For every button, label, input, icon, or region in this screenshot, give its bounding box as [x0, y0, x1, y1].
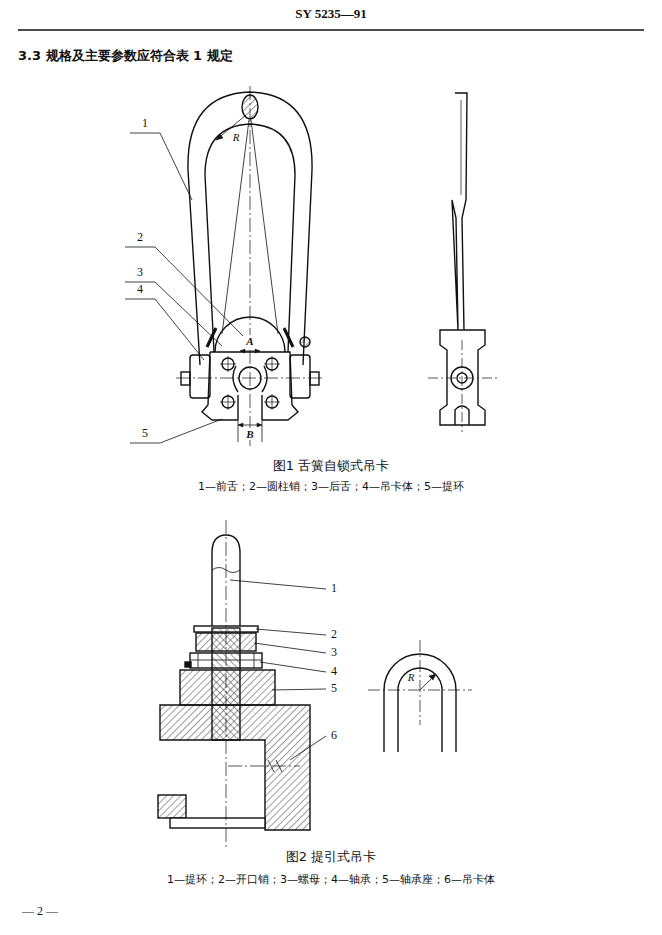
radius-arrow: [429, 674, 436, 680]
side-block: [190, 355, 210, 398]
callout-number: 1: [142, 117, 148, 131]
page-number: — 2 —: [22, 905, 58, 919]
header-code: SY 5235—91: [295, 7, 366, 22]
header-rule: [18, 29, 644, 31]
callout-number: 6: [331, 729, 337, 743]
callout-number: 2: [137, 231, 143, 245]
center-line: [226, 520, 227, 850]
leader-line: [272, 689, 326, 690]
bail-ridge: [461, 100, 462, 195]
callout-number: 3: [331, 646, 337, 660]
leader-line: [230, 580, 326, 589]
leader-line: [260, 662, 326, 672]
extension-line: [238, 421, 239, 442]
radius-arrow: [216, 134, 223, 140]
leader-line: [130, 133, 192, 200]
callout-number: 4: [137, 283, 143, 297]
center-line: [250, 86, 251, 446]
figure-caption: 图1 舌簧自锁式吊卡: [273, 459, 389, 474]
fig2-leaders: [230, 580, 326, 760]
center-line: [462, 340, 463, 432]
callout-number: 4: [331, 665, 337, 679]
callout-number: 5: [331, 682, 337, 696]
side-block: [290, 355, 310, 398]
lever-tab: [284, 328, 293, 347]
callout-number: 3: [137, 266, 143, 280]
leader-line: [125, 282, 222, 346]
leader-line: [254, 643, 326, 653]
leader-line: [290, 736, 326, 760]
dimension-label: A: [245, 335, 254, 348]
dimension-label: B: [245, 428, 254, 441]
cotter-end: [185, 662, 191, 667]
fig1-front-view: [176, 86, 324, 446]
figure-caption: 图2 提引式吊卡: [286, 850, 376, 865]
callout-number: 5: [142, 427, 148, 441]
jaw-section: [158, 795, 186, 818]
extension-line: [262, 421, 263, 442]
section-heading: 3.3 规格及主要参数应符合表 1 规定: [18, 49, 233, 64]
pin-end: [181, 372, 190, 385]
fig1-side-view: [428, 93, 498, 432]
radius-line: [216, 115, 246, 140]
center-line: [428, 378, 498, 379]
leader-line: [256, 629, 326, 635]
bail-edge-view: [452, 93, 467, 330]
radius-line: [420, 675, 435, 690]
projection-line: [222, 120, 249, 334]
radius-label: R: [233, 131, 240, 144]
fig2-section: [158, 520, 310, 850]
ring-detail: [368, 640, 472, 752]
leader-line: [125, 247, 243, 336]
center-line: [228, 766, 300, 767]
jaw-plate: [170, 818, 265, 828]
pin-end: [310, 372, 319, 385]
radius-label: R: [408, 671, 415, 684]
projection-line: [251, 120, 278, 334]
parts-list: 1—前舌；2—圆柱销；3—后舌；4—吊卡体；5—提环: [198, 481, 464, 494]
leader-line: [125, 299, 204, 360]
tongue-top: [215, 317, 285, 352]
leader-line: [130, 419, 222, 443]
lever-tab: [207, 328, 216, 347]
body-side: [440, 330, 485, 425]
break-mark: [268, 760, 282, 772]
fig1-leaders: [125, 133, 243, 443]
center-line: [420, 640, 421, 725]
callout-number: 1: [331, 582, 337, 596]
center-line: [176, 378, 324, 379]
pin-section: [300, 337, 310, 347]
callout-number: 2: [331, 628, 337, 642]
parts-list: 1—提环；2—开口销；3—螺母；4—轴承；5—轴承座；6—吊卡体: [167, 874, 495, 887]
